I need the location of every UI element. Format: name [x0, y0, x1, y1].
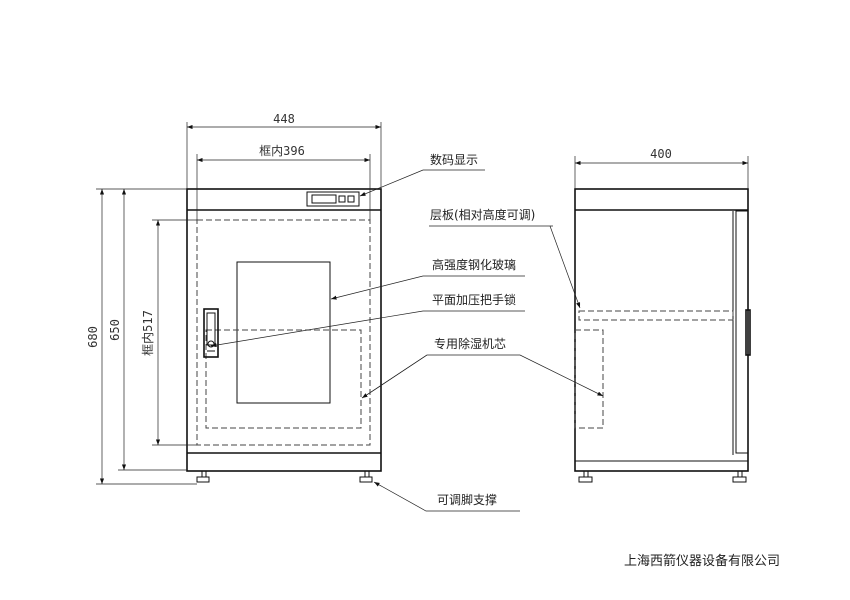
side-handle [745, 309, 751, 356]
display-button [347, 195, 355, 203]
front-view [186, 188, 382, 483]
callout-glass: 高强度钢化玻璃 [432, 257, 516, 272]
dimension-lines [96, 122, 382, 485]
callout-lock: 平面加压把手锁 [432, 292, 516, 307]
digital-display [306, 191, 360, 207]
side-view [574, 156, 751, 483]
display-screen [311, 194, 337, 204]
callout-display: 数码显示 [430, 152, 478, 167]
dehumidifier-dashed [205, 329, 362, 429]
side-outline [574, 188, 749, 472]
callout-dehumidifier: 专用除湿机芯 [434, 336, 506, 351]
inner-frame-dashed [196, 219, 371, 446]
glass-window [236, 261, 331, 404]
side-door [735, 210, 749, 454]
dim-front-width: 448 [273, 112, 295, 126]
callout-shelf: 层板(相对高度可调) [430, 207, 535, 222]
adjustable-feet [196, 470, 373, 483]
dim-body-height: 650 [108, 319, 122, 341]
shelf-dashed [578, 310, 734, 321]
dim-inner-height: 框内517 [141, 310, 155, 356]
side-dehumidifier-dashed [574, 329, 604, 429]
dim-inner-width: 框内396 [259, 144, 305, 158]
leader-lines [210, 169, 604, 512]
callout-feet: 可调脚支撑 [437, 492, 497, 507]
dim-total-height: 680 [86, 326, 100, 348]
company-name: 上海西箭仪器设备有限公司 [624, 553, 780, 569]
display-button [338, 195, 346, 203]
dim-side-depth: 400 [650, 147, 672, 161]
cabinet-outline [186, 188, 382, 472]
